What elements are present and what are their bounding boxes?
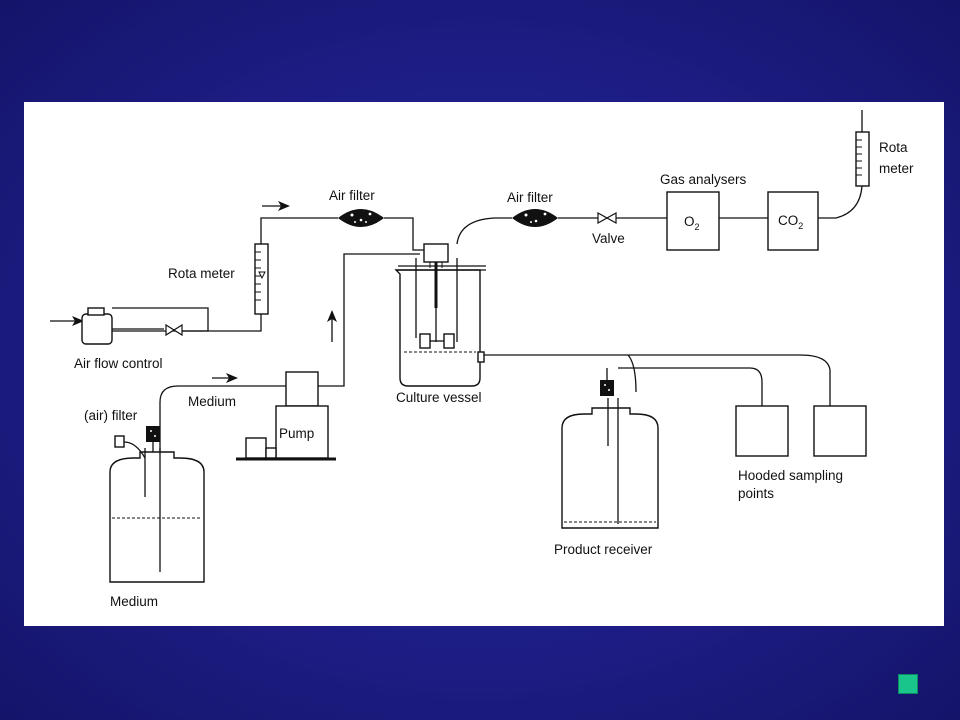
- co2-analyser-box: [767, 191, 819, 251]
- sampling-point-1: [735, 405, 789, 457]
- rota-meter-right-label-1: Rota: [879, 140, 908, 155]
- culture-vessel: [394, 243, 486, 387]
- gas-analysers-label: Gas analysers: [660, 172, 747, 187]
- o2-analyser-box: [666, 191, 720, 251]
- flow-arrow-top: [262, 201, 290, 211]
- air-filter-left: [338, 209, 384, 227]
- inlet-valve: [165, 323, 183, 337]
- inlet-arrow: [50, 316, 84, 326]
- vessel-outlet-port: [477, 351, 485, 363]
- air-filter-right-label: Air filter: [507, 190, 553, 205]
- diagram-panel: Air flow control Rota meter Air filter: [24, 102, 944, 626]
- pump-label: Pump: [279, 426, 314, 441]
- air-flow-control-label: Air flow control: [74, 356, 163, 371]
- air-filter-right: [512, 209, 558, 227]
- medium-bottle-label: Medium: [110, 594, 158, 609]
- sampling-point-2: [813, 405, 867, 457]
- product-air-filter: [600, 368, 614, 396]
- product-receiver: [561, 398, 659, 529]
- medium-bottle: [109, 448, 205, 583]
- hooded-sampling-label-2: points: [738, 486, 774, 501]
- product-receiver-label: Product receiver: [554, 542, 653, 557]
- hooded-sampling-label-1: Hooded sampling: [738, 468, 843, 483]
- pump-flow-arrow: [327, 310, 337, 342]
- culture-vessel-label: Culture vessel: [396, 390, 482, 405]
- pump-unit: [236, 371, 336, 461]
- air-filter-left-label: Air filter: [329, 188, 375, 203]
- air-flow-control-unit: [81, 307, 113, 345]
- medium-flow-arrow: [212, 373, 238, 383]
- square-nav-icon[interactable]: [898, 674, 918, 694]
- valve-label: Valve: [592, 231, 625, 246]
- rota-meter-right-label-2: meter: [879, 161, 914, 176]
- medium-vent-cap: [114, 435, 146, 459]
- medium-pipe-label: Medium: [188, 394, 236, 409]
- rota-meter-left: [254, 243, 269, 315]
- o2-label: O2: [684, 214, 700, 232]
- rota-meter-left-label: Rota meter: [168, 266, 235, 281]
- fermenter-setup-diagram: Air flow control Rota meter Air filter: [50, 110, 914, 609]
- exhaust-valve: [597, 211, 617, 225]
- rota-meter-right: [855, 110, 870, 187]
- medium-air-filter: [146, 426, 160, 452]
- air-filter-small-label: (air) filter: [84, 408, 138, 423]
- co2-label: CO2: [778, 213, 803, 231]
